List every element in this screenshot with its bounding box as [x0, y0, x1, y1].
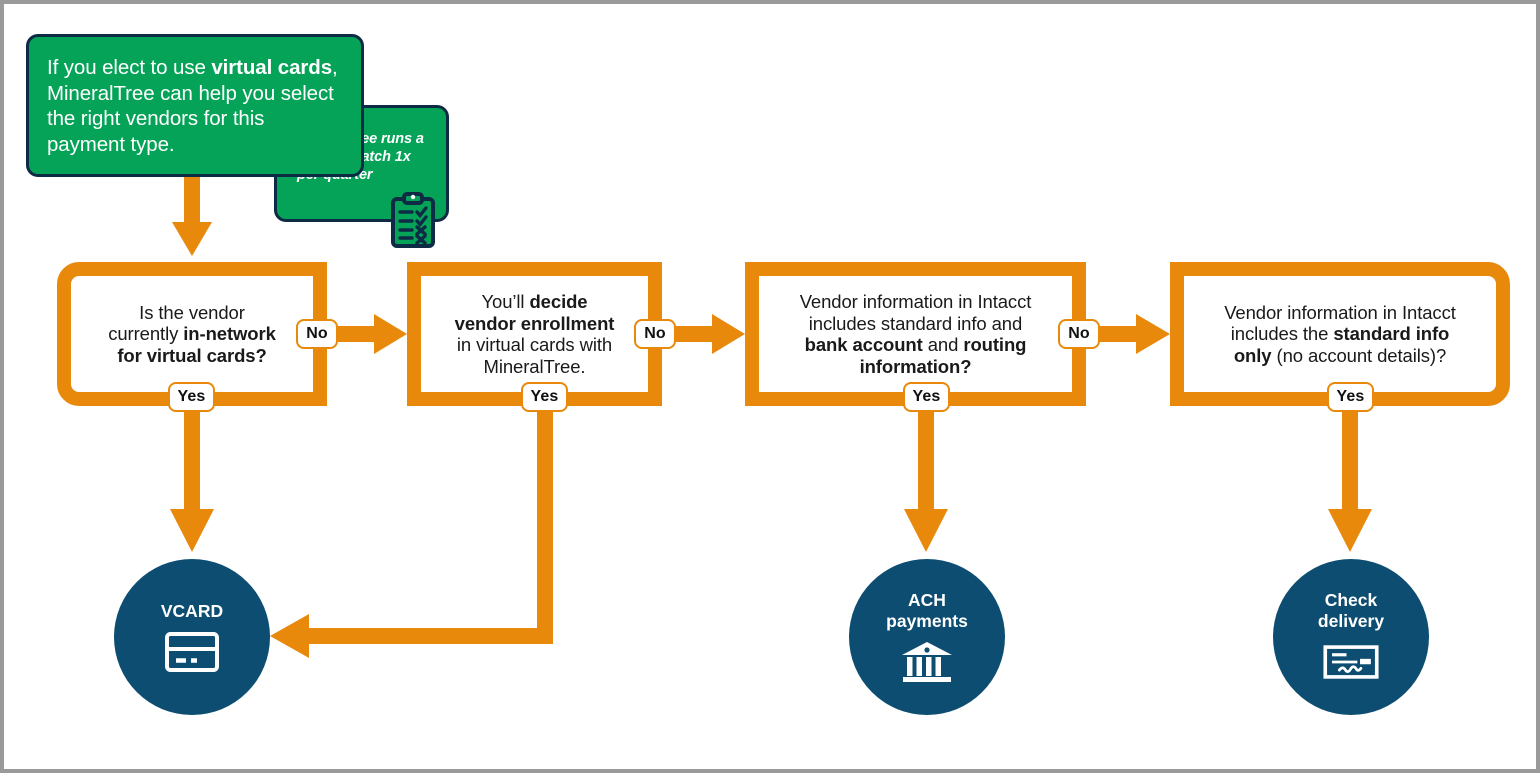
badge-yes-box2[interactable]: Yes: [521, 382, 568, 412]
outcome-vcard[interactable]: VCARD: [114, 559, 270, 715]
clipboard-checklist-icon: [391, 192, 435, 248]
badge-yes-box3[interactable]: Yes: [903, 382, 950, 412]
outcome-vcard-label: VCARD: [160, 600, 224, 621]
badge-yes-box1[interactable]: Yes: [168, 382, 215, 412]
credit-card-icon: [165, 631, 219, 672]
badge-no-box3[interactable]: No: [1058, 319, 1100, 349]
outcome-check-label: Check delivery: [1317, 590, 1385, 631]
outcome-check[interactable]: Check delivery: [1273, 559, 1429, 715]
arrow-box4-yes-to-check: [1328, 406, 1372, 552]
arrow-box3-yes-to-ach: [904, 406, 948, 552]
outcome-ach-label: ACH payments: [886, 590, 968, 631]
arrow-callout-to-box1: [172, 177, 212, 256]
arrow-box1-yes-to-vcard: [170, 406, 214, 552]
badge-yes-box4[interactable]: Yes: [1327, 382, 1374, 412]
arrow-box1-no-to-box2: [327, 314, 407, 354]
virtual-cards-callout: If you elect to use virtual cards, Miner…: [26, 34, 364, 177]
outcome-ach[interactable]: ACH payments: [849, 559, 1005, 715]
badge-no-box2[interactable]: No: [634, 319, 676, 349]
paper-check-icon: [1323, 645, 1379, 679]
arrow-box2-yes-to-vcard: [270, 406, 553, 658]
badge-no-box1[interactable]: No: [296, 319, 338, 349]
virtual-cards-callout-text: If you elect to use virtual cards, Miner…: [47, 56, 338, 156]
bank-building-icon: [902, 642, 952, 682]
connector-layer: .ln { stroke: #e8890c; stroke-width: 16;…: [170, 177, 1372, 658]
